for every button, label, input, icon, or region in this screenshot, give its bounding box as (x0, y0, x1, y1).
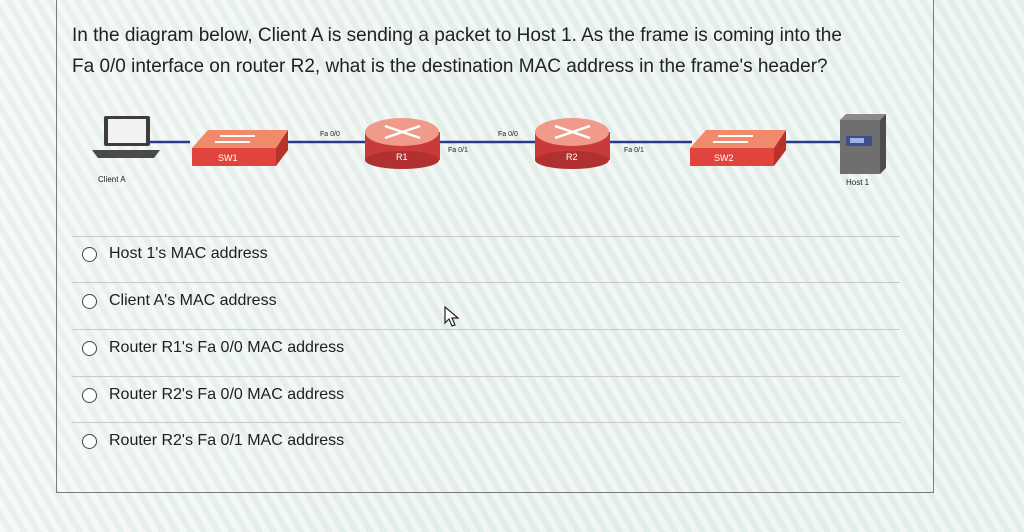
divider (72, 422, 900, 423)
switch-sw2-icon: SW2 (690, 130, 786, 166)
question-card (56, 0, 934, 493)
divider (72, 329, 900, 330)
network-diagram: Client A SW1 Fa 0/0 R1 Fa 0/1 Fa 0/0 R (92, 114, 886, 187)
option-label: Router R2's Fa 0/1 MAC address (109, 432, 345, 449)
router-r2-icon: R2 (535, 118, 610, 169)
client-a-label: Client A (98, 175, 126, 184)
option-client-a-mac[interactable]: Client A's MAC address (82, 292, 277, 310)
sw1-label: SW1 (218, 153, 238, 163)
r1-fa01-label: Fa 0/1 (448, 147, 468, 154)
laptop-icon (92, 116, 160, 158)
question-line-2: Fa 0/0 interface on router R2, what is t… (72, 56, 828, 77)
option-label: Host 1's MAC address (109, 245, 268, 262)
switch-sw1-icon: SW1 (192, 130, 288, 166)
router-r1-icon: R1 (365, 118, 440, 169)
divider (72, 236, 900, 237)
option-r1-fa00-mac[interactable]: Router R1's Fa 0/0 MAC address (82, 339, 344, 357)
option-host1-mac[interactable]: Host 1's MAC address (82, 245, 268, 263)
sw2-label: SW2 (714, 153, 734, 163)
option-r2-fa00-mac[interactable]: Router R2's Fa 0/0 MAC address (82, 386, 344, 404)
radio-button[interactable] (82, 387, 97, 403)
question-text: In the diagram below, Client A is sendin… (72, 20, 922, 82)
r2-fa01-label: Fa 0/1 (624, 147, 644, 154)
option-label: Router R2's Fa 0/0 MAC address (109, 386, 345, 403)
r1-label: R1 (396, 152, 408, 162)
host-1-label: Host 1 (846, 178, 870, 187)
question-line-1: In the diagram below, Client A is sendin… (72, 25, 842, 46)
option-r2-fa01-mac[interactable]: Router R2's Fa 0/1 MAC address (82, 432, 344, 450)
r2-fa00-label: Fa 0/0 (498, 131, 518, 138)
divider (72, 282, 900, 283)
radio-button[interactable] (82, 246, 97, 262)
radio-button[interactable] (82, 340, 97, 356)
mouse-cursor-icon (444, 306, 460, 327)
r2-label: R2 (566, 152, 578, 162)
server-icon (840, 114, 886, 174)
option-label: Client A's MAC address (109, 292, 277, 309)
divider (72, 376, 900, 377)
radio-button[interactable] (82, 293, 97, 309)
radio-button[interactable] (82, 433, 97, 449)
option-label: Router R1's Fa 0/0 MAC address (109, 339, 345, 356)
r1-fa00-label: Fa 0/0 (320, 131, 340, 138)
